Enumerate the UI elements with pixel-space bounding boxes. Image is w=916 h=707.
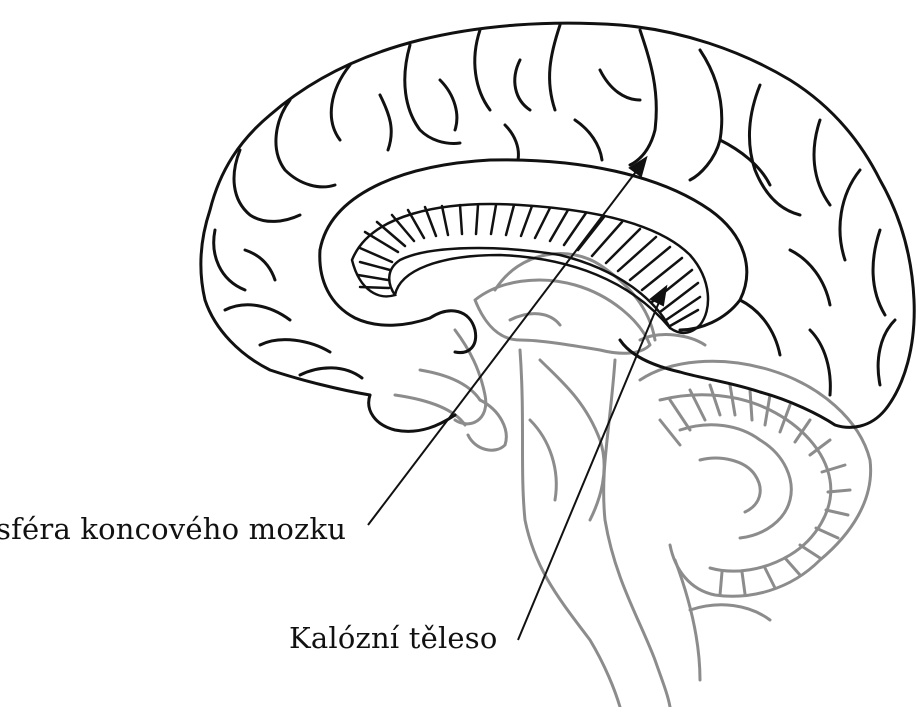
label-hemisphere: sféra koncového mozku: [0, 515, 346, 544]
cortex-outline: [201, 23, 914, 427]
pointer-line-hemisphere: [368, 165, 641, 525]
pointer-line-callosum: [518, 295, 662, 640]
brainstem: [520, 350, 620, 707]
label-corpus-callosum: Kalózní těleso: [289, 624, 498, 653]
thalamus: [475, 280, 650, 353]
